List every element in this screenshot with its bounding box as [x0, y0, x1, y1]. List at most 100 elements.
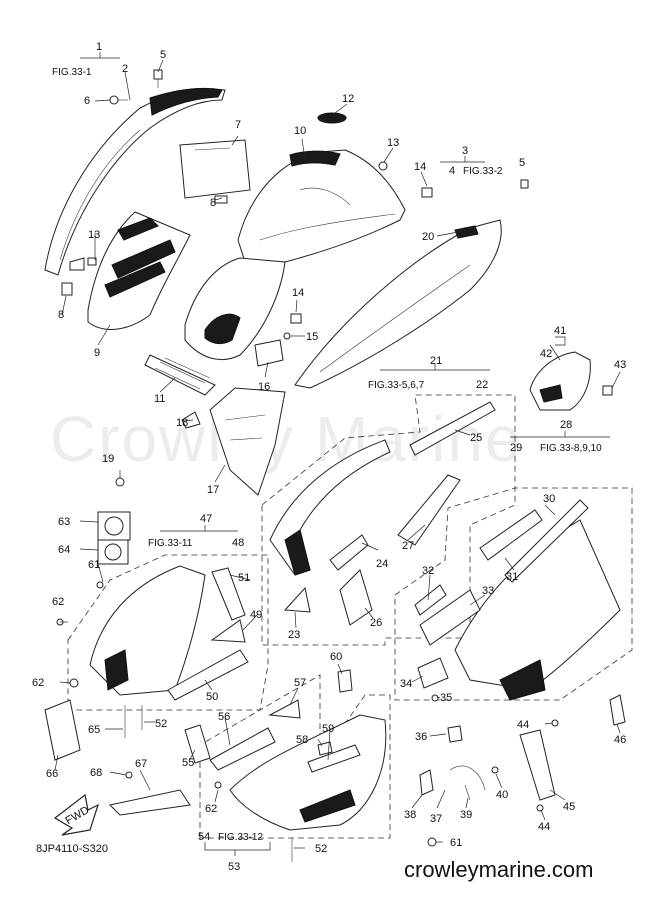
bracket-part-60[interactable]	[337, 669, 353, 693]
pad-part-57[interactable]	[268, 699, 301, 719]
callout-21: 21	[430, 355, 442, 367]
group-outline-54	[199, 674, 391, 839]
callout-50: 50	[206, 691, 218, 703]
callout-57: 57	[294, 677, 306, 689]
screw-44b[interactable]	[536, 804, 544, 812]
callout-51: 51	[238, 572, 250, 584]
pad-part-26[interactable]	[339, 569, 373, 626]
deflector-part-17[interactable]	[209, 387, 286, 496]
side-panel-part-4[interactable]	[294, 219, 502, 389]
fig-ref-33-1: FIG.33-1	[52, 67, 92, 78]
callout-20: 20	[422, 231, 434, 243]
clip-part-38[interactable]	[419, 769, 434, 796]
callout-41: 41	[554, 325, 566, 337]
screw-62b[interactable]	[69, 678, 79, 688]
screw-5a[interactable]	[153, 69, 163, 88]
callout-62c: 62	[205, 803, 217, 815]
callout-4: 4	[449, 165, 455, 177]
bracket-part-45[interactable]	[519, 729, 556, 801]
callout-6: 6	[84, 95, 90, 107]
callout-10: 10	[294, 125, 306, 137]
screw-19[interactable]	[115, 477, 125, 487]
screw-13a[interactable]	[69, 257, 97, 271]
callout-60: 60	[330, 651, 342, 663]
clip-part-14b[interactable]	[290, 313, 302, 324]
callout-26: 26	[370, 617, 382, 629]
clip-part-36[interactable]	[447, 725, 463, 743]
callout-59: 59	[322, 723, 334, 735]
pad-part-33[interactable]	[419, 589, 481, 646]
washer-40[interactable]	[491, 766, 499, 774]
grill-part-34[interactable]	[417, 657, 449, 689]
bracket-part-16[interactable]	[254, 339, 284, 367]
grill-part-11[interactable]	[144, 354, 216, 396]
callout-64: 64	[58, 544, 70, 556]
pin-part-39[interactable]	[464, 784, 471, 801]
front-hood-part[interactable]	[44, 87, 226, 276]
callout-31: 31	[506, 571, 518, 583]
screw-62c[interactable]	[214, 781, 222, 789]
callout-38: 38	[404, 809, 416, 821]
screw-13b[interactable]	[378, 161, 388, 171]
callout-30: 30	[543, 493, 555, 505]
pad-part-56[interactable]	[209, 727, 276, 771]
screw-5b[interactable]	[520, 179, 529, 189]
bracket-part-41[interactable]	[529, 351, 591, 411]
badge-part-12[interactable]	[317, 112, 347, 124]
panel-part-66[interactable]	[44, 699, 81, 761]
screw-61b[interactable]	[427, 837, 437, 847]
strip-part-30[interactable]	[504, 499, 589, 583]
screw-15[interactable]	[283, 332, 291, 340]
pad-part-49[interactable]	[210, 619, 246, 643]
side-deck-part-29[interactable]	[454, 519, 621, 691]
strip-part-25[interactable]	[409, 401, 496, 456]
panel-part-7[interactable]	[179, 139, 251, 199]
screw-68[interactable]	[125, 771, 133, 779]
callout-9: 9	[94, 347, 100, 359]
callout-2: 2	[122, 63, 128, 75]
pad-part-23[interactable]	[283, 586, 311, 613]
callout-27: 27	[402, 540, 414, 552]
screw-6[interactable]	[109, 95, 128, 105]
callout-61a: 61	[88, 559, 100, 571]
pad-part-24[interactable]	[329, 534, 369, 571]
bracket-part-46[interactable]	[609, 694, 626, 726]
callout-37: 37	[430, 813, 442, 825]
pad-part-31[interactable]	[479, 509, 543, 561]
callout-35: 35	[440, 692, 452, 704]
callout-33: 33	[482, 585, 494, 597]
site-url[interactable]: crowleymarine.com	[404, 857, 594, 882]
pad-part-50[interactable]	[167, 649, 249, 701]
clip-part-8a[interactable]	[214, 195, 228, 204]
ring-part-63[interactable]	[97, 511, 131, 541]
pad-part-27[interactable]	[397, 474, 461, 546]
callout-47: 47	[200, 513, 212, 525]
ring-part-64[interactable]	[97, 539, 129, 565]
callout-52b: 52	[315, 843, 327, 855]
screw-44a[interactable]	[551, 719, 559, 727]
side-deck-part-22[interactable]	[269, 439, 391, 576]
callout-56: 56	[218, 711, 230, 723]
callout-8a: 8	[210, 197, 216, 209]
panel-part-67[interactable]	[108, 789, 191, 816]
pad-part-32[interactable]	[414, 584, 447, 616]
pad-part-59[interactable]	[307, 744, 361, 773]
fwd-arrow-icon: FWD	[53, 793, 100, 836]
callout-19: 19	[102, 453, 114, 465]
clip-part-14a[interactable]	[421, 187, 433, 198]
screw-35[interactable]	[431, 694, 439, 702]
hook-part-37[interactable]	[449, 765, 486, 791]
screw-61a[interactable]	[96, 581, 104, 589]
bracket-part-51[interactable]	[211, 567, 246, 621]
callout-40: 40	[496, 789, 508, 801]
clip-part-8b[interactable]	[61, 282, 73, 296]
group-outline-22	[261, 394, 516, 646]
clip-part-43[interactable]	[602, 385, 613, 396]
diagram-code: 8JP4110-S320	[36, 843, 108, 855]
callout-54: 54	[198, 831, 210, 843]
fig-ref-33-8-9-10: FIG.33-8,9,10	[540, 443, 602, 454]
callout-14b: 14	[292, 287, 304, 299]
bracket-part-55[interactable]	[184, 724, 211, 764]
callout-11: 11	[154, 393, 165, 405]
callout-63: 63	[58, 516, 70, 528]
